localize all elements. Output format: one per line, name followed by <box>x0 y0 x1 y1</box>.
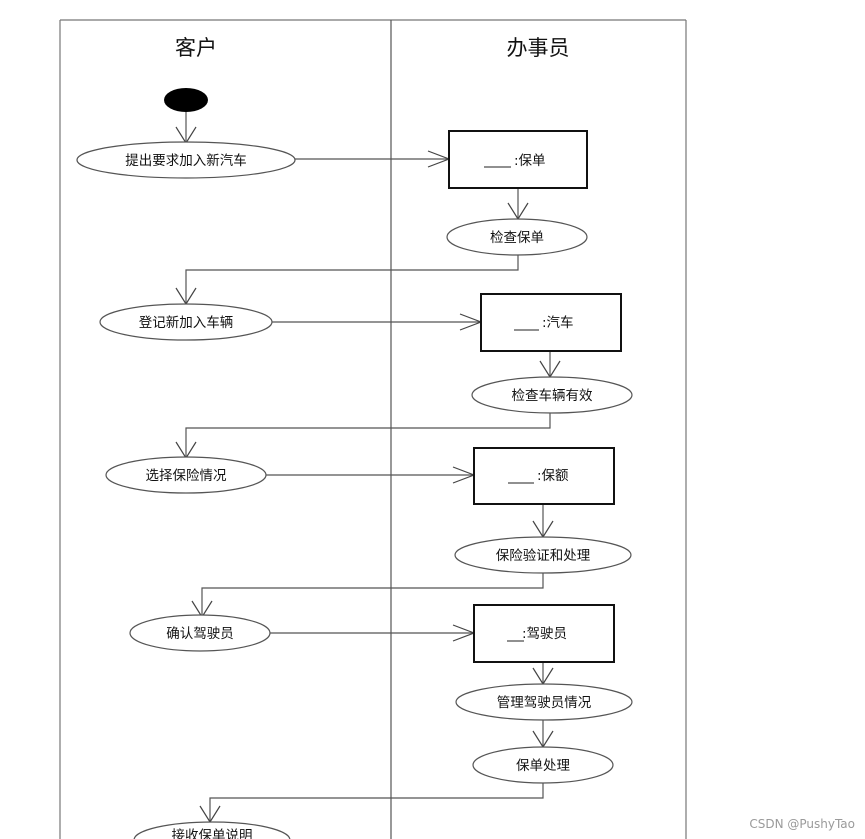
svg-text:管理驾驶员情况: 管理驾驶员情况 <box>497 695 592 711</box>
svg-text:选择保险情况: 选择保险情况 <box>146 468 227 484</box>
watermark: CSDN @PushyTao <box>749 817 855 831</box>
activity-request-add-car: 提出要求加入新汽车 <box>76 141 296 179</box>
object-driver: :驾驶员 <box>473 604 615 663</box>
svg-text::保单: :保单 <box>514 153 546 169</box>
svg-text:检查保单: 检查保单 <box>490 230 544 246</box>
svg-text:登记新加入车辆: 登记新加入车辆 <box>139 314 234 331</box>
object-policy: :保单 <box>448 130 588 189</box>
lane-title-clerk: 办事员 <box>507 36 570 60</box>
activity-policy-processing: 保单处理 <box>472 746 614 784</box>
activity-verify-process: 保险验证和处理 <box>454 536 632 574</box>
svg-text:提出要求加入新汽车: 提出要求加入新汽车 <box>125 152 247 169</box>
initial-node <box>164 88 208 112</box>
activity-register-vehicle: 登记新加入车辆 <box>99 303 273 341</box>
svg-text:接收保单说明: 接收保单说明 <box>172 827 253 839</box>
activity-check-vehicle-valid: 检查车辆有效 <box>471 376 633 414</box>
activity-select-insurance: 选择保险情况 <box>105 456 267 494</box>
svg-text:确认驾驶员: 确认驾驶员 <box>166 626 234 642</box>
object-premium: :保额 <box>473 447 615 505</box>
activity-manage-driver: 管理驾驶员情况 <box>455 683 633 721</box>
activity-confirm-driver: 确认驾驶员 <box>129 614 271 652</box>
svg-text::汽车: :汽车 <box>542 314 574 331</box>
object-car: :汽车 <box>480 293 622 352</box>
lane-title-customer: 客户 <box>175 36 217 60</box>
svg-text:检查车辆有效: 检查车辆有效 <box>512 387 593 404</box>
activity-check-policy: 检查保单 <box>446 218 588 256</box>
svg-text::保额: :保额 <box>537 468 569 484</box>
activity-receive-policy-note: 接收保单说明 <box>133 821 291 839</box>
svg-text:保单处理: 保单处理 <box>516 758 570 774</box>
svg-text::驾驶员: :驾驶员 <box>522 626 567 642</box>
svg-text:保险验证和处理: 保险验证和处理 <box>496 548 591 564</box>
